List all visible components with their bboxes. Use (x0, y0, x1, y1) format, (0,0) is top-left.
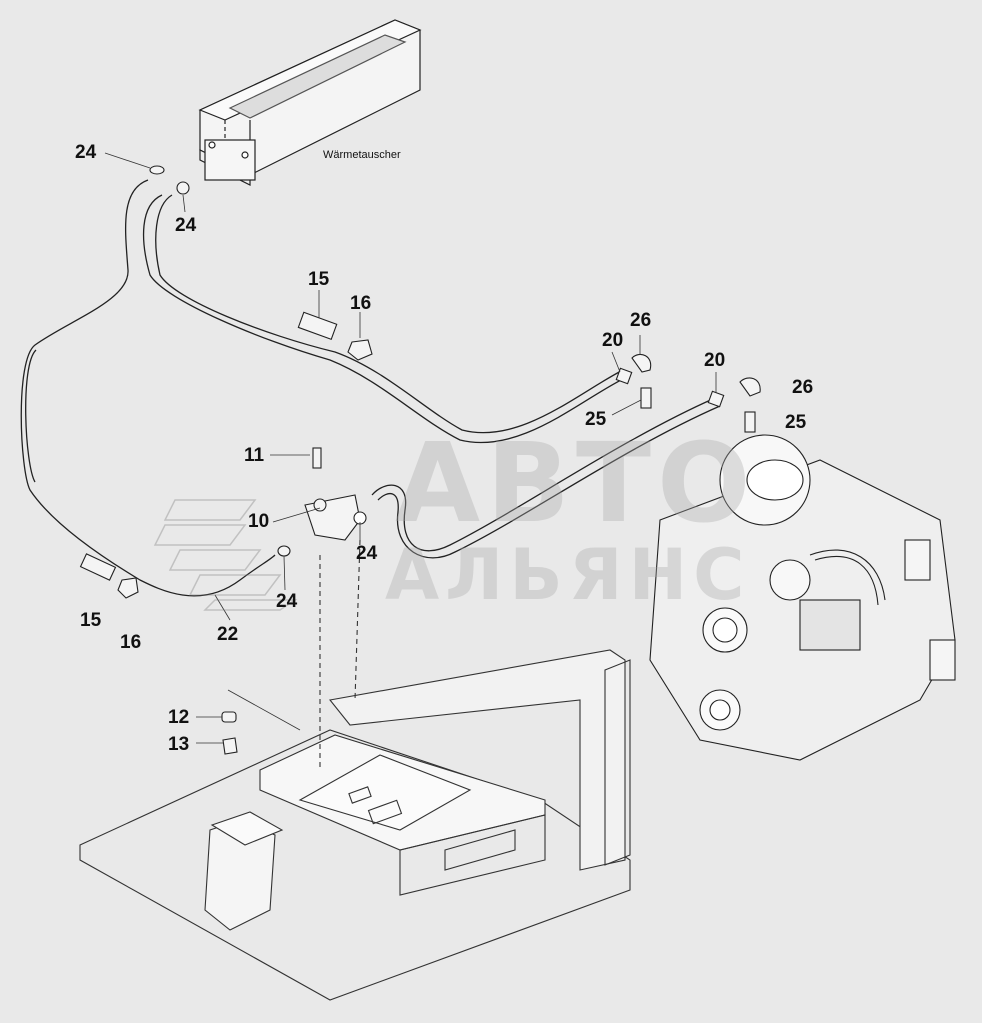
part-label-22: 22 (217, 624, 239, 645)
leader-lines (104, 152, 717, 744)
watermark-text-top: АВТО (395, 419, 757, 547)
part-label-24: 24 (356, 543, 378, 564)
part-label-12: 12 (168, 707, 190, 728)
part-label-13: 13 (168, 734, 190, 755)
part-label-20: 20 (704, 350, 726, 371)
part-label-15: 15 (80, 610, 102, 631)
part-label-25: 25 (785, 412, 807, 433)
part-label-24: 24 (75, 142, 97, 163)
engine-block (649, 434, 956, 761)
hose-lines (20, 179, 721, 597)
chassis-frame (79, 539, 631, 1001)
part-label-16: 16 (350, 293, 372, 314)
part-label-24: 24 (276, 591, 298, 612)
part-label-20: 20 (602, 330, 624, 351)
part-label-26: 26 (792, 377, 814, 398)
heat-exchanger-caption: Wärmetauscher (323, 149, 401, 161)
part-label-24: 24 (175, 215, 197, 236)
watermark-text-bottom: АЛЬЯНС (385, 534, 751, 616)
part-label-26: 26 (630, 310, 652, 331)
heat-exchanger (198, 19, 422, 186)
part-label-25: 25 (585, 409, 607, 430)
part-label-16: 16 (120, 632, 142, 653)
part-label-15: 15 (308, 269, 330, 290)
part-label-11: 11 (244, 445, 265, 466)
part-label-10: 10 (248, 511, 270, 532)
fittings (79, 165, 761, 755)
watermark-logo (153, 499, 298, 611)
